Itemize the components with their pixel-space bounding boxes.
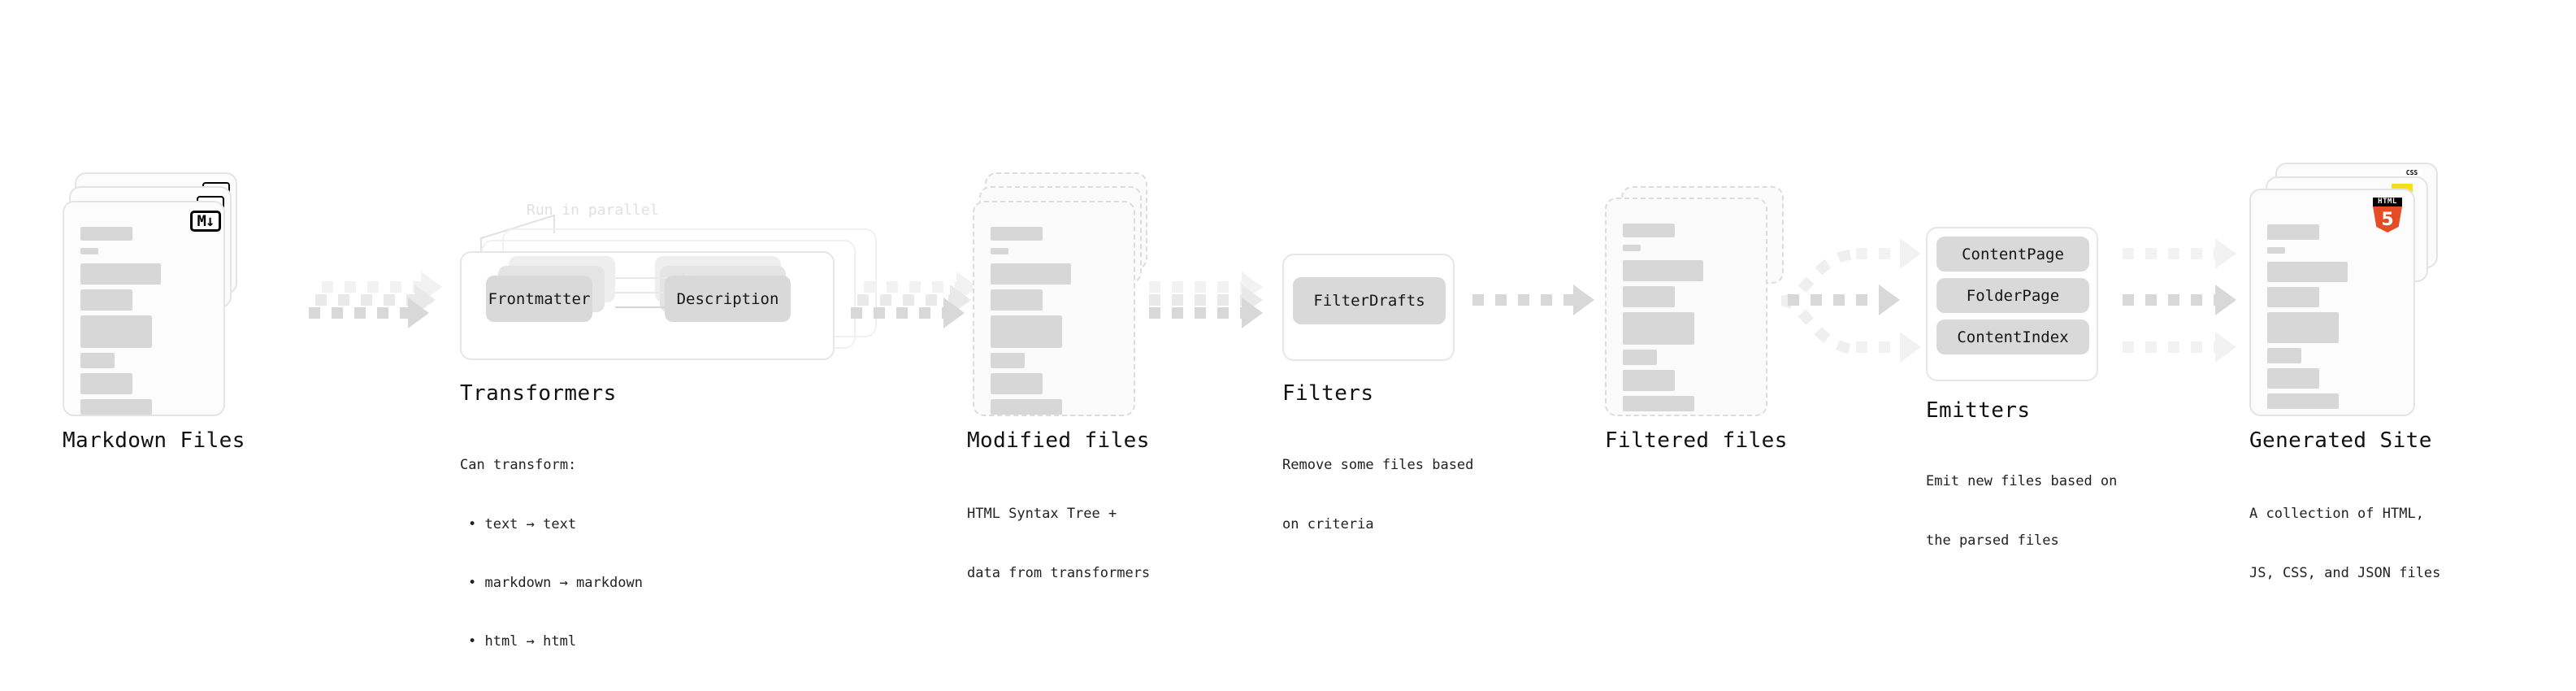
transformer-node-frontmatter[interactable]: Frontmatter xyxy=(486,276,592,322)
transformers-bullet: • markdown → markdown xyxy=(468,575,643,591)
skeleton-line xyxy=(80,315,152,348)
transformers-bullet: • html → html xyxy=(468,633,577,650)
skeleton-line xyxy=(1623,286,1675,307)
filters-subtitle-line: Remove some files based xyxy=(1282,457,1474,474)
emitters-subtitle-line: the parsed files xyxy=(1926,532,2059,549)
filters-title: Filters xyxy=(1282,381,1374,406)
transformers-bullet: • text → text xyxy=(468,515,577,532)
generated-site-subtitle-line: JS, CSS, and JSON files xyxy=(2249,564,2441,581)
emitters-subtitle-line: Emit new files based on xyxy=(1926,473,2118,490)
skeleton-sub xyxy=(991,248,1008,254)
skeleton-line xyxy=(2267,287,2319,307)
skeleton-title xyxy=(80,227,132,241)
skeleton-line xyxy=(2267,262,2348,282)
parallel-label: Run in parallel xyxy=(527,202,659,219)
transformer-node-description[interactable]: Description xyxy=(665,276,791,322)
skeleton-sub xyxy=(80,248,98,254)
emitter-node-folderpage[interactable]: FolderPage xyxy=(1936,278,2089,313)
html5-icon-shield xyxy=(2373,206,2402,233)
emitters-title: Emitters xyxy=(1926,398,2031,423)
transformers-subtitle: Can transform: • text → text • markdown … xyxy=(460,416,643,691)
transformers-subtitle-head: Can transform: xyxy=(460,457,577,474)
modified-files-subtitle-line: HTML Syntax Tree + xyxy=(967,506,1117,523)
html5-icon: HTML xyxy=(2373,198,2402,233)
filter-node-filterdrafts[interactable]: FilterDrafts xyxy=(1293,277,1446,324)
generated-site-subtitle-line: A collection of HTML, xyxy=(2249,506,2424,523)
skeleton-line xyxy=(80,373,132,394)
skeleton-line xyxy=(991,373,1043,394)
emitters-subtitle: Emit new files based on the parsed files xyxy=(1926,432,2117,589)
skeleton-sub xyxy=(1623,245,1641,251)
skeleton-line xyxy=(991,353,1025,368)
skeleton-line xyxy=(1623,370,1675,391)
skeleton-title xyxy=(1623,224,1675,237)
skeleton-line xyxy=(991,315,1062,348)
generated-site-title: Generated Site xyxy=(2249,428,2432,453)
skeleton-line xyxy=(1623,260,1703,281)
skeleton-line xyxy=(80,353,115,368)
skeleton-title xyxy=(2267,224,2319,240)
emitter-node-contentpage[interactable]: ContentPage xyxy=(1936,237,2089,272)
markdown-files-title: Markdown Files xyxy=(63,428,245,453)
filtered-card-front xyxy=(1605,198,1767,416)
skeleton-line xyxy=(1623,312,1694,345)
filtered-files-title: Filtered files xyxy=(1605,428,1788,453)
skeleton-sub xyxy=(2267,247,2285,254)
emitter-node-contentindex[interactable]: ContentIndex xyxy=(1936,319,2089,354)
html5-icon-label: HTML xyxy=(2373,198,2402,206)
modified-files-title: Modified files xyxy=(967,428,1150,453)
skeleton-line xyxy=(991,263,1071,285)
skeleton-line xyxy=(80,289,132,311)
skeleton-line xyxy=(2267,368,2319,389)
filters-subtitle: Remove some files based on criteria xyxy=(1282,416,1473,573)
filters-subtitle-line: on criteria xyxy=(1282,515,1374,532)
modified-files-subtitle: HTML Syntax Tree + data from transformer… xyxy=(967,465,1150,622)
skeleton-line xyxy=(991,399,1062,415)
transformers-title: Transformers xyxy=(460,381,617,406)
skeleton-line xyxy=(2267,348,2301,363)
skeleton-line xyxy=(2267,393,2339,409)
markdown-card-front xyxy=(63,201,225,416)
skeleton-line xyxy=(1623,396,1694,411)
modified-card-front xyxy=(973,201,1135,416)
skeleton-line xyxy=(991,289,1043,311)
skeleton-title xyxy=(991,227,1043,241)
skeleton-line xyxy=(1623,350,1657,365)
modified-files-subtitle-line: data from transformers xyxy=(967,564,1151,581)
generated-site-subtitle: A collection of HTML, JS, CSS, and JSON … xyxy=(2249,465,2440,622)
markdown-icon: M↓ xyxy=(190,211,221,232)
skeleton-line xyxy=(80,263,161,285)
skeleton-line xyxy=(2267,312,2339,343)
skeleton-line xyxy=(80,399,152,415)
